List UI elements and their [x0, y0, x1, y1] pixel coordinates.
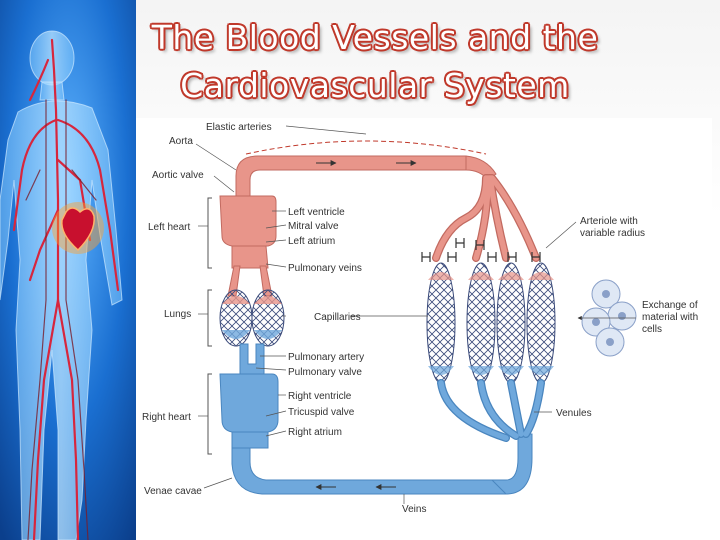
tissue-cells	[581, 279, 637, 357]
label-pulmonary-veins: Pulmonary veins	[288, 263, 362, 274]
label-capillaries: Capillaries	[314, 312, 361, 323]
circulation-diagram: Elastic arteries Aorta Aortic valve Left…	[136, 118, 712, 518]
title-line-1: The Blood Vessels and the	[151, 18, 599, 57]
label-aorta: Aorta	[169, 136, 193, 147]
label-elastic-arteries: Elastic arteries	[206, 122, 272, 133]
left-brackets	[207, 197, 212, 455]
lung-capillary-beds	[219, 289, 285, 347]
label-exchange-line3: cells	[642, 324, 662, 335]
elastic-artery-dash	[245, 140, 487, 155]
leader-lines	[195, 125, 636, 504]
label-pulmonary-valve: Pulmonary valve	[288, 367, 362, 378]
label-arteriole-line1: Arteriole with	[580, 216, 638, 227]
title-line-2: Cardiovascular System	[180, 66, 570, 105]
heart-icon	[52, 202, 104, 254]
tissue-capillary-beds	[426, 262, 556, 384]
label-veins: Veins	[402, 504, 426, 515]
label-right-heart: Right heart	[142, 412, 191, 423]
label-left-heart: Left heart	[148, 222, 190, 233]
label-aortic-valve: Aortic valve	[152, 170, 204, 181]
arterial-vessels	[219, 155, 497, 297]
circulation-svg: Elastic arteries Aorta Aortic valve Left…	[136, 118, 712, 518]
label-exchange-line2: material with	[642, 312, 698, 323]
label-arteriole-line2: variable radius	[580, 228, 645, 239]
label-lungs: Lungs	[164, 309, 191, 320]
label-exchange-line1: Exchange of	[642, 300, 698, 311]
arteriole-markers	[421, 238, 541, 262]
label-right-ventricle: Right ventricle	[288, 391, 352, 402]
label-left-ventricle: Left ventricle	[288, 207, 345, 218]
anatomy-panel	[0, 0, 136, 540]
flow-arrows	[315, 160, 417, 490]
venous-vessels	[219, 343, 533, 495]
label-mitral-valve: Mitral valve	[288, 221, 339, 232]
human-body-illustration	[0, 0, 136, 540]
slide-title: The Blood Vessels and the Cardiovascular…	[140, 14, 610, 110]
label-venae-cavae: Venae cavae	[144, 486, 202, 497]
label-tricuspid-valve: Tricuspid valve	[288, 407, 355, 418]
label-venules: Venules	[556, 408, 592, 419]
label-left-atrium: Left atrium	[288, 236, 335, 247]
label-right-atrium: Right atrium	[288, 427, 342, 438]
label-pulmonary-artery: Pulmonary artery	[288, 352, 364, 363]
